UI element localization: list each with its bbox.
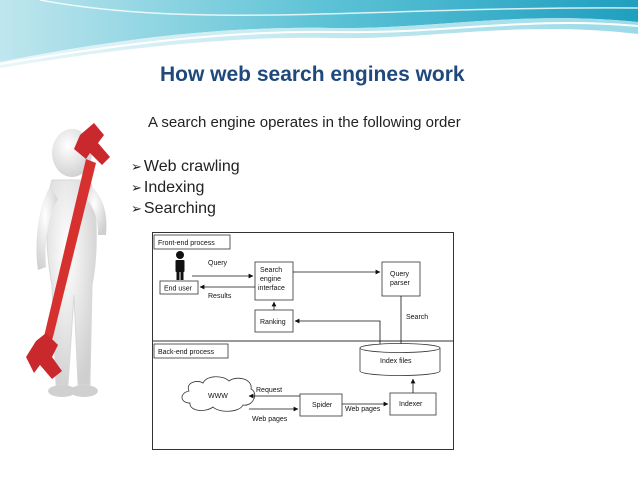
bullet-item: ➢Web crawling [131, 156, 240, 177]
slide-title: How web search engines work [160, 63, 465, 86]
www-label: WWW [208, 393, 228, 400]
query-parser-line: parser [390, 280, 411, 287]
bullet-text: Indexing [143, 179, 205, 196]
www-cloud-icon [181, 376, 256, 412]
query-parser-line: Query [390, 271, 410, 278]
web-pages-label: Web pages [252, 416, 288, 423]
web-pages-label: Web pages [345, 406, 381, 413]
query-label: Query [208, 260, 228, 267]
search-interface-box [254, 261, 294, 301]
arrow-bullet-icon: ➢ [131, 159, 142, 174]
frontend-label: Front-end process [158, 240, 215, 247]
bullet-item: ➢Searching [131, 198, 240, 219]
bullet-list: ➢Web crawling ➢Indexing ➢Searching [131, 156, 240, 219]
indexer-label: Indexer [399, 401, 423, 408]
backend-label-box [153, 343, 229, 359]
request-label: Request [256, 387, 282, 394]
search-label: Search [406, 314, 428, 321]
search-engine-diagram: Front-end process Back-end process End u… [152, 232, 454, 450]
end-user-box [159, 280, 199, 295]
index-to-ranking-arrow [294, 318, 381, 354]
bullet-text: Web crawling [143, 158, 240, 175]
ranking-label: Ranking [260, 319, 286, 326]
slide-subtitle: A search engine operates in the followin… [148, 114, 461, 131]
end-user-icon [175, 251, 185, 280]
index-files-label: Index files [380, 358, 412, 365]
header-wave-decoration [0, 0, 638, 68]
search-interface-line: Search [260, 267, 282, 274]
index-files-cylinder-icon [359, 343, 441, 376]
query-parser-box [381, 261, 421, 297]
bullet-item: ➢Indexing [131, 177, 240, 198]
search-interface-line: engine [260, 276, 281, 283]
end-user-label: End user [164, 286, 193, 293]
spider-label: Spider [312, 402, 333, 409]
arrow-bullet-icon: ➢ [131, 180, 142, 195]
frontend-label-box [153, 234, 231, 250]
spider-box [299, 393, 343, 417]
person-with-wrench-icon [26, 123, 110, 397]
search-interface-line: interface [258, 285, 285, 292]
results-label: Results [208, 293, 232, 300]
backend-label: Back-end process [158, 349, 215, 356]
arrow-bullet-icon: ➢ [131, 201, 142, 216]
bullet-text: Searching [143, 200, 216, 217]
